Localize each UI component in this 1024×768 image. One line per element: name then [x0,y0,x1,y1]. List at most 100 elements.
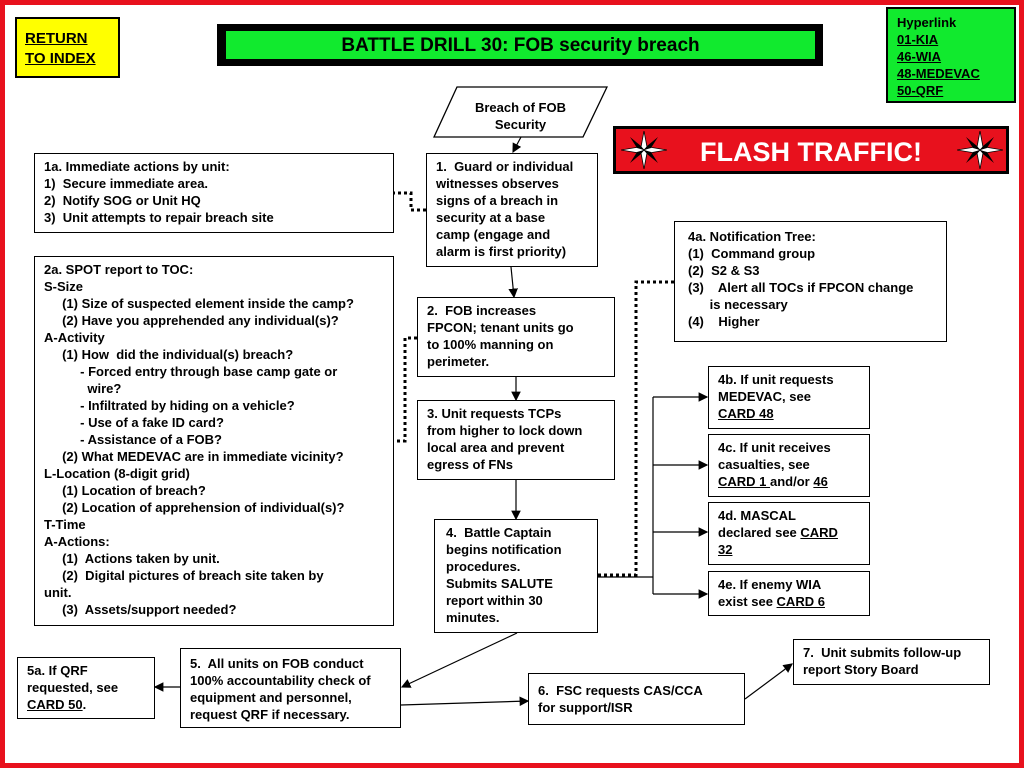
step-1-line: signs of a breach in [436,193,559,208]
step-1a-box: 1a. Immediate actions by unit: 1) Secure… [34,153,394,233]
arrow-4-to-5 [400,632,518,688]
step-1a-line: 1a. Immediate actions by unit: [44,159,230,174]
start-node: Breach of FOB Security [433,99,608,133]
card-6-link[interactable]: CARD 6 [776,594,825,609]
spot-line: wire? [44,381,122,396]
step-2-line: perimeter. [427,354,490,369]
step-1-line: 1. Guard or individual [436,159,574,174]
step-4a-line: (1) Command group [688,246,816,261]
page-title: BATTLE DRILL 30: FOB security breach [226,31,815,59]
link-48-medevac[interactable]: 48-MEDEVAC [897,66,980,81]
spot-line: S-Size [44,279,84,294]
arrow-5-to-6 [400,696,530,707]
step-4c-line2: casualties, see [718,457,810,472]
step-4d-box: 4d. MASCAL declared see CARD 32 [708,502,870,565]
step-2a-spot-report-box: 2a. SPOT report to TOC: S-Size (1) Size … [34,256,394,626]
spot-line: - Forced entry through base camp gate or [44,364,338,379]
step-4c-line1: 4c. If unit receives [718,440,831,455]
step-4-line: begins notification [446,542,562,557]
dotted-2-to-2a [394,336,417,443]
step-5a-period: . [82,697,87,712]
step-4c-box: 4c. If unit receives casualties, see CAR… [708,434,870,497]
card-1-link[interactable]: CARD 1 [718,474,771,489]
step-4b-box: 4b. If unit requests MEDEVAC, see CARD 4… [708,366,870,429]
step-2-line: 2. FOB increases [427,303,537,318]
compass-star-icon [621,131,667,169]
step-4e-box: 4e. If enemy WIA exist see CARD 6 [708,571,870,616]
arrow-start-to-1 [512,136,522,154]
spot-line: (1) Actions taken by unit. [44,551,220,566]
step-4a-line: 4a. Notification Tree: [688,229,816,244]
step-1-line: camp (engage and [436,227,551,242]
step-1-box: 1. Guard or individual witnesses observe… [426,153,598,267]
card-50-link[interactable]: CARD 50 [27,697,83,712]
spot-line: T-Time [44,517,86,532]
step-1-line: security at a base [436,210,546,225]
step-4-line: procedures. [446,559,521,574]
spot-line: (1) How did the individual(s) breach? [44,347,294,362]
spot-line: (2) Digital pictures of breach site take… [44,568,324,583]
card-32-link-part2[interactable]: 32 [718,542,733,557]
step-4d-line1: 4d. MASCAL [718,508,796,523]
spot-line: L-Location (8-digit grid) [44,466,190,481]
start-node-shape [433,86,608,138]
step-2-line: to 100% manning on [427,337,554,352]
step-5a-line1: 5a. If QRF [27,663,88,678]
spot-line: A-Actions: [44,534,110,549]
step-4b-line2: MEDEVAC, see [718,389,811,404]
step-2-line: FPCON; tenant units go [427,320,574,335]
step-7-box: 7. Unit submits follow-up report Story B… [793,639,990,685]
flash-traffic-text: FLASH TRAFFIC! [700,137,922,167]
link-50-qrf[interactable]: 50-QRF [897,83,944,98]
spot-line: (3) Assets/support needed? [44,602,237,617]
spot-line: (2) Location of apprehension of individu… [44,500,345,515]
return-label-line1: RETURN [25,30,88,47]
link-46-wia[interactable]: 46-WIA [897,49,942,64]
step-3-line: local area and prevent [427,440,565,455]
spot-line: (1) Location of breach? [44,483,206,498]
spot-line: (2) What MEDEVAC are in immediate vicini… [44,449,344,464]
step-3-line: 3. Unit requests TCPs [427,406,562,421]
spot-line: - Use of a fake ID card? [44,415,224,430]
start-line1: Breach of FOB [474,100,566,115]
step-4e-line2: exist see [718,594,777,609]
card-48-link[interactable]: CARD 48 [718,406,774,421]
dotted-1-to-1a [394,191,426,212]
step-3-box: 3. Unit requests TCPs from higher to loc… [417,400,615,480]
step-3-line: from higher to lock down [427,423,583,438]
step-5-line: 100% accountability check of [190,673,371,688]
step-2-box: 2. FOB increases FPCON; tenant units go … [417,297,615,377]
spot-line: (2) Have you apprehended any individual(… [44,313,339,328]
return-label-line2: TO INDEX [25,50,96,67]
arrow-1-to-2 [508,266,518,299]
step-4-line: report within 30 [446,593,543,608]
card-46-link[interactable]: 46 [813,474,828,489]
start-line2: Security [494,117,547,132]
step-4a-line: is necessary [688,297,788,312]
step-4a-line: (2) S2 & S3 [688,263,760,278]
step-5a-line2: requested, see [27,680,119,695]
step-4a-line: (4) Higher [688,314,760,329]
return-to-index-button[interactable]: RETURN TO INDEX [15,17,120,78]
step-5-box: 5. All units on FOB conduct 100% account… [180,648,401,728]
spot-line: unit. [44,585,72,600]
hyperlink-panel: Hyperlink 01-KIA 46-WIA 48-MEDEVAC 50-QR… [886,7,1016,103]
card-32-link-part1[interactable]: CARD [800,525,838,540]
flash-traffic-banner: FLASH TRAFFIC! [613,126,1009,174]
step-4-line: 4. Battle Captain [446,525,552,540]
step-7-line: 7. Unit submits follow-up [803,645,962,660]
step-1-line: alarm is first priority) [436,244,567,259]
link-01-kia[interactable]: 01-KIA [897,32,939,47]
step-5-line: request QRF if necessary. [190,707,350,722]
dotted-4-to-4a [598,280,674,577]
step-6-line: 6. FSC requests CAS/CCA [538,683,703,698]
step-5a-box: 5a. If QRF requested, see CARD 50. [17,657,155,719]
step-4-line: Submits SALUTE [446,576,553,591]
step-1a-line: 1) Secure immediate area. [44,176,209,191]
spot-line: 2a. SPOT report to TOC: [44,262,194,277]
step-4-line: minutes. [446,610,500,625]
spot-line: A-Activity [44,330,105,345]
step-5-line: equipment and personnel, [190,690,352,705]
